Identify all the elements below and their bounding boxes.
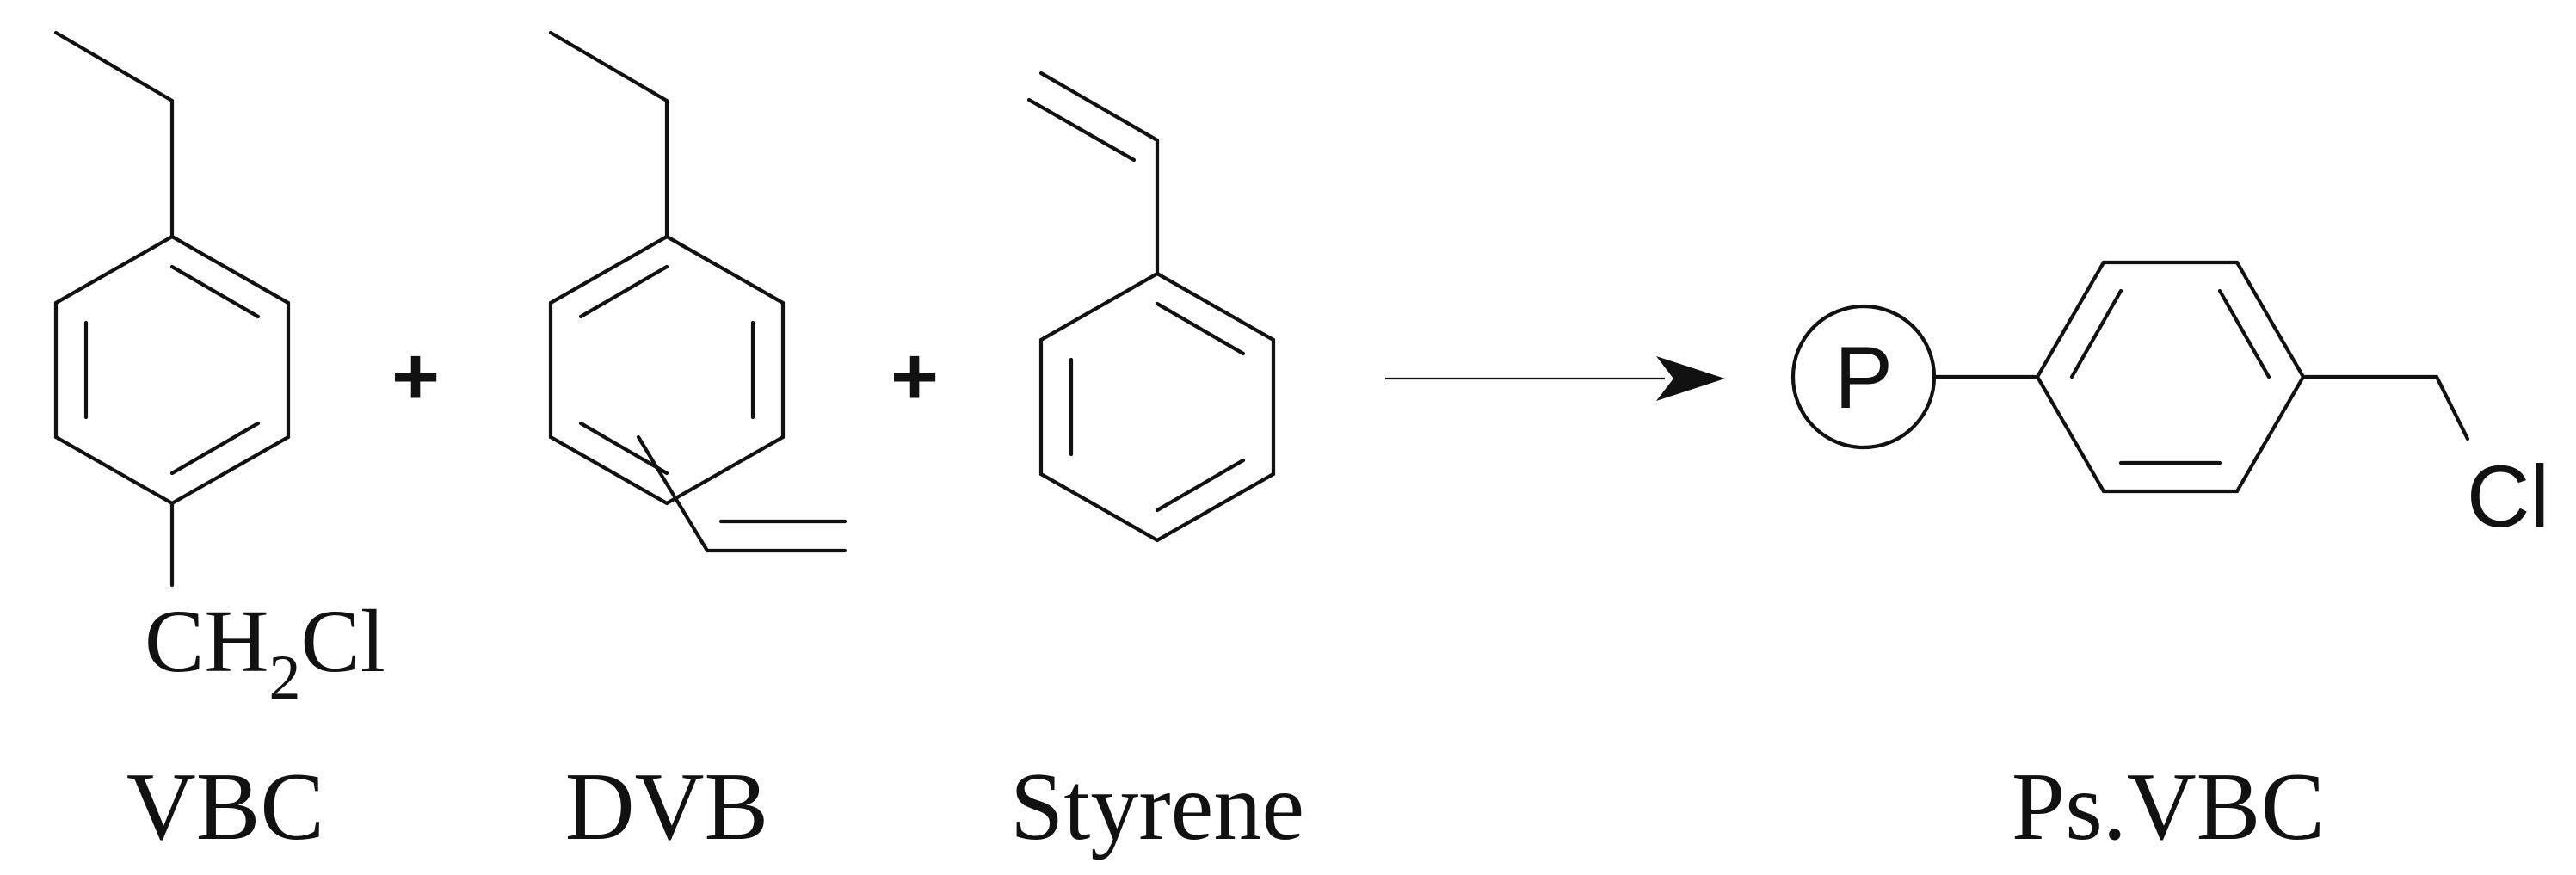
dvb-structure — [548, 30, 847, 553]
product-name-label: Ps.VBC — [2012, 754, 2325, 860]
vbc-ch2cl-label: CH2Cl — [145, 592, 385, 713]
chlorine-atom-label: Cl — [2467, 447, 2549, 545]
dvb-ring — [548, 234, 786, 506]
product-ring — [2035, 260, 2306, 494]
vbc-ring — [53, 234, 291, 506]
reaction-arrow — [1385, 356, 1725, 401]
vbc-name-label: VBC — [126, 754, 324, 860]
styrene-vinyl-group — [1026, 71, 1160, 276]
styrene-structure — [1026, 71, 1276, 543]
vbc-ethyl-chain — [53, 30, 175, 239]
plus-sign-1: + — [391, 330, 440, 422]
plus-sign-2: + — [891, 330, 939, 422]
styrene-ring — [1038, 271, 1276, 543]
styrene-name-label: Styrene — [1010, 754, 1304, 860]
dvb-vinyl-group — [636, 434, 847, 553]
chloromethyl-chain — [2301, 374, 2470, 441]
dvb-name-label: DVB — [565, 754, 768, 860]
dvb-ethyl-chain — [548, 30, 669, 239]
polymer-symbol-label: P — [1834, 329, 1893, 427]
vbc-structure: CH2Cl — [53, 30, 385, 713]
product-structure: P Cl — [1790, 260, 2549, 545]
